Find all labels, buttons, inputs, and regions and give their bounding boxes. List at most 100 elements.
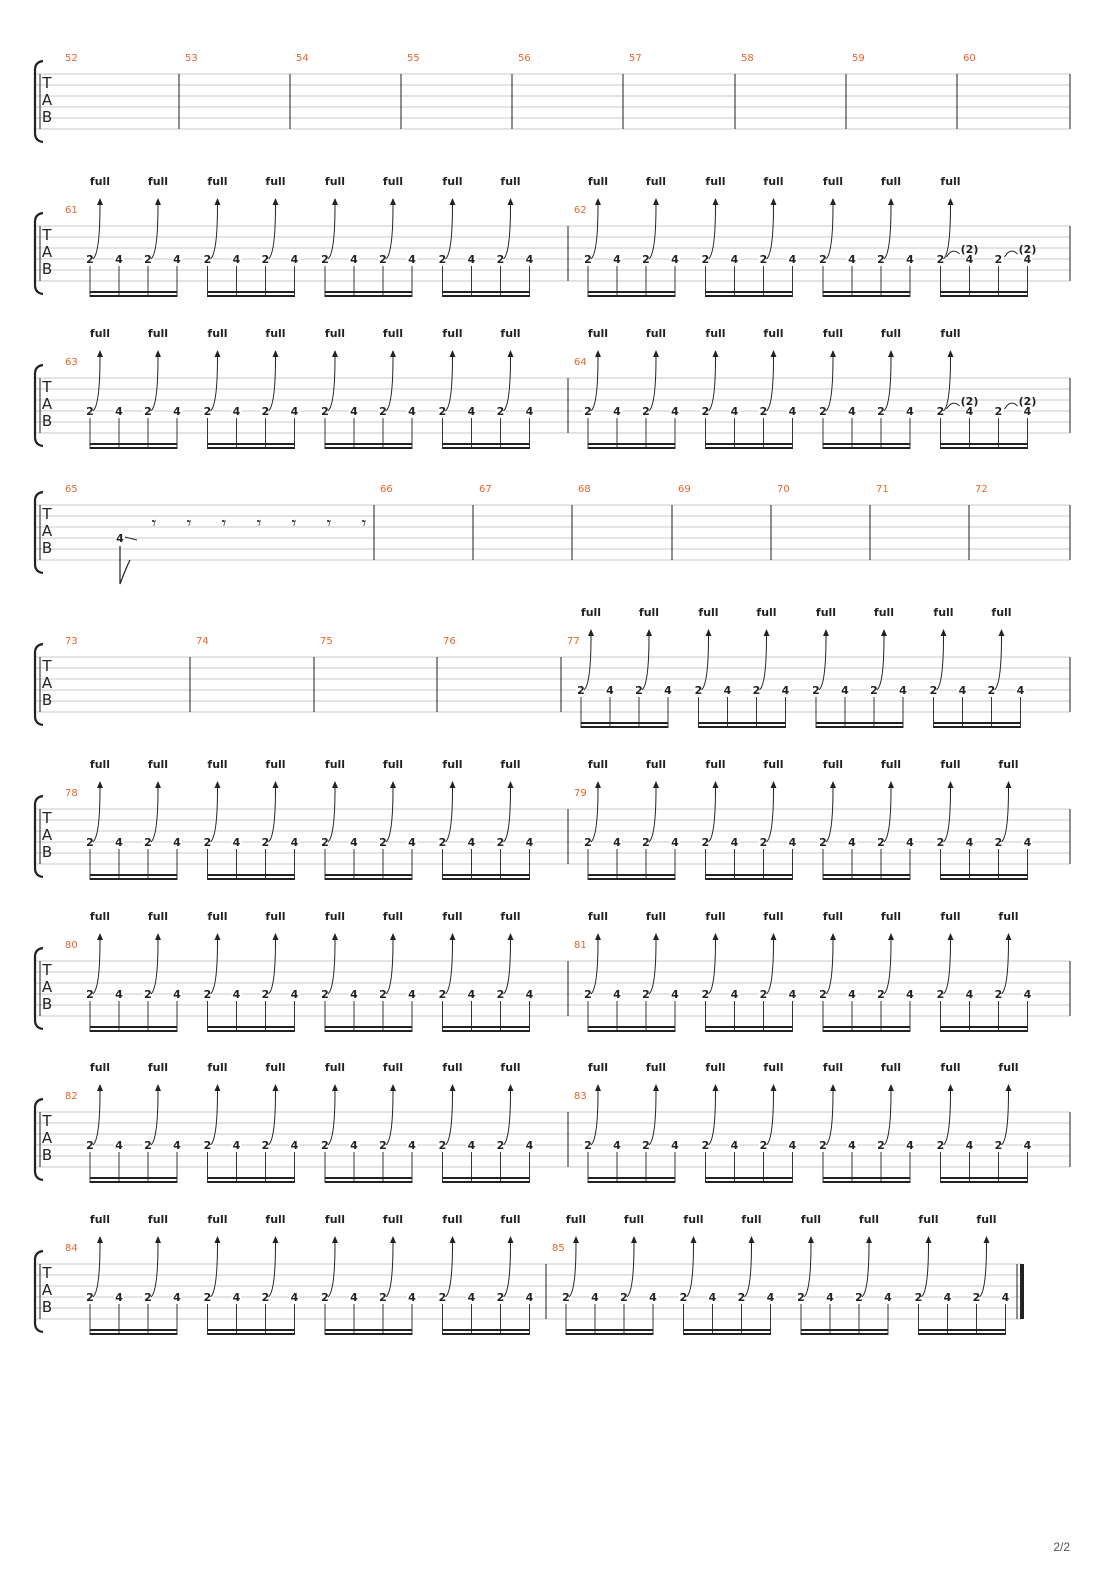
fret-backdrop [590,1291,600,1303]
bend-label: full [325,910,345,923]
fret-number: 4 [350,836,358,849]
measure-number: 85 [552,1243,565,1254]
tab-clef-letter: B [42,691,52,709]
fret-number: 4 [782,684,790,697]
fret-number: 2 [584,253,592,266]
fret-number: 4 [724,684,732,697]
fret-backdrop [320,1291,330,1303]
fret-number: 4 [173,988,181,1001]
fret-number: 4 [468,1139,476,1152]
beam-secondary [588,1030,675,1032]
fret-backdrop [495,253,506,265]
fret-number: 2 [738,1291,746,1304]
bend-arrow [97,781,103,788]
fret-number: 2 [995,988,1003,1001]
bend-label: full [383,1061,403,1074]
measure-number: 73 [65,636,78,647]
bend-curve [883,1090,892,1146]
bend-arrow [888,350,894,357]
fret-backdrop [612,988,622,1000]
bend-arrow [770,1084,777,1091]
fret-number: 4 [233,1291,241,1304]
fret-number: 4 [731,253,739,266]
fret-backdrop [854,1291,864,1303]
beam-secondary [207,1333,295,1335]
beam-primary [566,1329,653,1331]
fret-number: 4 [408,836,416,849]
bend-arrow [947,933,954,940]
fret-number: 4 [731,988,739,1001]
fret-backdrop [437,1139,448,1151]
bend-curve [327,204,336,260]
bend-curve [1001,939,1009,995]
fret-backdrop [114,253,124,265]
fret-backdrop [935,253,946,265]
bend-curve [150,787,159,843]
fret-backdrop [818,405,828,417]
beam-primary [940,1177,1028,1179]
bend-label: full [383,1213,403,1226]
fret-number: 2 [144,988,152,1001]
fret-number: 4 [408,253,416,266]
eighth-rest: 𝄾 [222,513,227,534]
fret-backdrop [847,253,857,265]
fret-backdrop [883,1291,893,1303]
fret-number: 4 [613,988,621,1001]
fret-number: 4 [1002,1291,1010,1304]
measure-number: 67 [479,484,492,495]
fret-backdrop [928,684,939,696]
beam-secondary [823,1181,910,1183]
bend-curve [759,635,767,691]
beam-primary [918,1329,1006,1331]
fret-number: 2 [702,405,710,418]
bend-curve [1001,787,1009,843]
bend-label: full [325,327,345,340]
fret-number: 2 [584,988,592,1001]
bend-arrow [808,1236,814,1243]
bend-curve [92,356,101,412]
fret-number: 2 [204,253,212,266]
bend-curve [803,1242,812,1298]
beam-secondary [325,295,412,297]
hold-arc [946,250,960,258]
bend-label: full [442,327,462,340]
bend-label: full [646,1061,666,1074]
bend-curve [445,1090,453,1146]
fret-number: 2 [204,836,212,849]
fret-backdrop [876,253,886,265]
beam-primary [705,1177,793,1179]
fret-number: 4 [526,405,534,418]
fret-backdrop [349,988,359,1000]
fret-number: 2 [584,1139,592,1152]
bend-label: full [90,175,110,188]
beam-primary [207,443,295,445]
bend-label: full [918,1213,938,1226]
fret-number: 2 [321,253,329,266]
fret-backdrop [818,1139,828,1151]
beam-secondary [816,726,903,728]
beam-secondary [325,447,412,449]
bend-arrow [155,781,161,788]
tab-clef-letter: B [42,260,52,278]
beam-secondary [581,726,668,728]
bend-curve [943,939,951,995]
tab-clef-letter: T [41,1264,52,1282]
fret-backdrop [729,988,740,1000]
fret-number: 2 [797,1291,805,1304]
fret-number: 4 [789,253,797,266]
fret-number: 2 [819,1139,827,1152]
fret-backdrop [751,684,762,696]
fret-backdrop [289,1139,300,1151]
bend-curve [268,787,276,843]
bend-arrow [770,781,777,788]
fret-backdrop [957,684,968,696]
fret-backdrop [942,1291,953,1303]
system-bracket [33,1249,44,1334]
beam-secondary [588,878,675,880]
fret-number: 2 [812,684,820,697]
bend-label: full [207,1213,227,1226]
bend-label: full [207,758,227,771]
beam-primary [90,1177,177,1179]
bend-curve [943,787,951,843]
fret-backdrop [765,1291,776,1303]
